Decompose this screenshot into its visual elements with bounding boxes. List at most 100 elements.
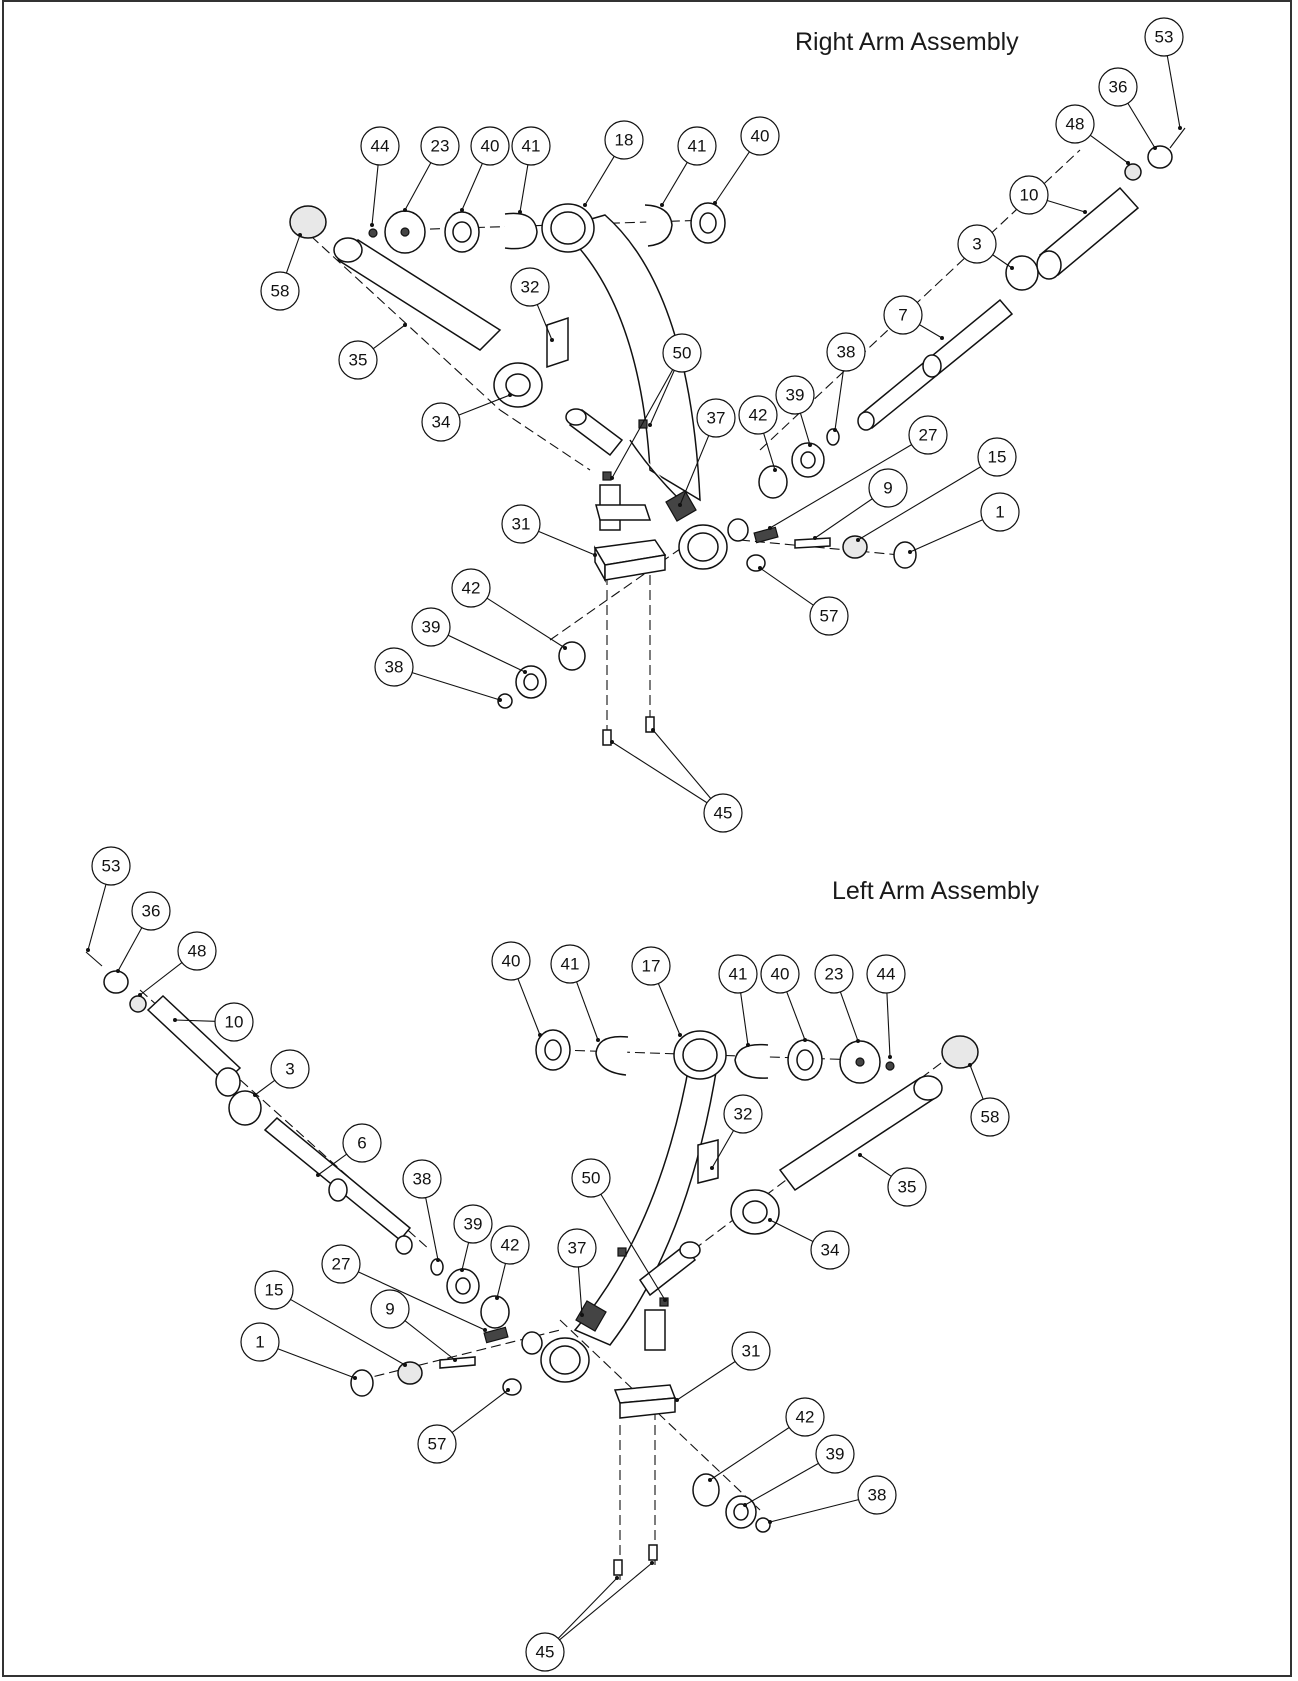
left-arm-leader-line — [969, 1064, 984, 1100]
bearing-40-inner — [452, 221, 472, 243]
clip-38 — [826, 428, 840, 446]
left-arm-leader-line — [711, 1130, 735, 1169]
bushing-41 — [734, 1043, 769, 1079]
left-arm-callout-number: 58 — [981, 1108, 1000, 1127]
right-arm-callout-number: 57 — [820, 607, 839, 626]
left-arm-callout-bubble — [240, 1322, 280, 1362]
end-cap-58 — [289, 205, 327, 239]
left-arm-leader-line — [517, 978, 541, 1036]
nut-50 — [602, 471, 612, 481]
left-arm-leader-arrow — [708, 1478, 712, 1482]
left-arm-callout-number: 39 — [826, 1445, 845, 1464]
left-arm-callout-bubble — [718, 954, 758, 994]
right-arm-leader-line — [371, 164, 379, 226]
right-arm-leader-line — [1047, 199, 1086, 213]
shaft-7-collar — [922, 354, 942, 378]
left-arm-leader-line — [117, 927, 143, 972]
right-arm-leader-line — [679, 435, 710, 506]
left-arm-leader-line — [744, 1462, 819, 1506]
spring-27 — [483, 1326, 509, 1344]
left-arm-callout-bubble — [814, 954, 854, 994]
right-arm-callout-bubble — [338, 340, 378, 380]
spring-27 — [753, 526, 779, 544]
left-arm-callout-bubble — [815, 1434, 855, 1474]
bearing-39-inner — [800, 451, 816, 469]
right-arm-callout-bubble — [1055, 104, 1095, 144]
right-arm-callout-bubble — [977, 437, 1017, 477]
right-arm-callout-number: 36 — [1109, 78, 1128, 97]
left-arm-callout-number: 57 — [428, 1435, 447, 1454]
axis-line — [739, 539, 901, 556]
left-arm-leader-arrow — [663, 1298, 667, 1302]
right-arm-leader-arrow — [508, 393, 512, 397]
left-arm-drawing — [85, 951, 979, 1580]
axis-line — [299, 225, 501, 411]
right-arm-leader-arrow — [403, 323, 407, 327]
right-arm-leader-arrow — [651, 728, 655, 732]
left-arm-leader-arrow — [803, 1038, 807, 1042]
knob-15 — [842, 535, 868, 559]
right-arm-callout-number: 41 — [522, 137, 541, 156]
knob-36 — [1147, 145, 1173, 169]
bearing-40-inner — [544, 1039, 562, 1061]
right-arm-callout-bubble — [604, 120, 644, 160]
right-arm-leader-arrow — [403, 208, 407, 212]
right-arm-drawing — [289, 127, 1186, 746]
right-arm-callout-bubble — [411, 607, 451, 647]
left-arm-callout-bubble — [417, 1424, 457, 1464]
plunger-9 — [794, 537, 831, 549]
left-arm-callout-bubble — [321, 1244, 361, 1284]
right-arm-leader-arrow — [1126, 161, 1130, 165]
right-arm-callout-bubble — [1009, 175, 1049, 215]
end-cap-58 — [941, 1035, 979, 1069]
knob-36 — [103, 970, 129, 994]
mount-post — [644, 1309, 666, 1351]
left-arm-callout-number: 9 — [385, 1300, 394, 1319]
right-arm-callout-bubble — [809, 596, 849, 636]
right-arm-callout-bubble — [775, 375, 815, 415]
left-arm-leader-arrow — [173, 1018, 177, 1022]
left-arm-callout-bubble — [91, 846, 131, 886]
arm-lower-bore — [687, 532, 719, 562]
right-arm-leader-arrow — [583, 203, 587, 207]
tube-35-end — [333, 237, 363, 263]
tube-10-end — [1036, 250, 1062, 280]
right-arm-leader-line — [285, 234, 301, 274]
bushing-57 — [746, 554, 766, 572]
right-arm-leader-line — [992, 254, 1013, 269]
pin-53 — [85, 951, 103, 967]
right-arm-leader-arrow — [808, 443, 812, 447]
right-arm-callout-bubble — [451, 568, 491, 608]
left-arm-callout-bubble — [254, 1270, 294, 1310]
left-arm-leader-line — [425, 1197, 439, 1261]
left-arm-callout-number: 42 — [796, 1408, 815, 1427]
right-arm-callout-number: 42 — [749, 406, 768, 425]
right-arm-leader-line — [611, 369, 674, 479]
left-arm-leader-arrow — [316, 1173, 320, 1177]
left-arm-leader-arrow — [768, 1520, 772, 1524]
right-arm-callout-bubble — [826, 332, 866, 372]
left-arm-leader-arrow — [968, 1063, 972, 1067]
right-arm-callout-number: 58 — [271, 282, 290, 301]
right-arm-callout-bubble — [908, 415, 948, 455]
left-arm-leader-line — [174, 1019, 216, 1022]
left-arm-callout-number: 44 — [877, 965, 896, 984]
right-arm-leader-arrow — [773, 468, 777, 472]
right-arm-leader-arrow — [550, 338, 554, 342]
left-arm-leader-line — [496, 1263, 507, 1299]
left-arm-callout-bubble — [760, 954, 800, 994]
knob-1 — [893, 541, 917, 569]
gear-48 — [129, 995, 147, 1013]
right-arm-leader-arrow — [1083, 210, 1087, 214]
right-arm-leader-line — [759, 567, 814, 606]
left-arm-leader-arrow — [746, 1043, 750, 1047]
right-arm-callout-bubble — [420, 126, 460, 166]
right-arm-leader-line — [763, 432, 776, 471]
cup-42 — [758, 465, 788, 499]
left-arm-callout-bubble — [571, 1158, 611, 1198]
left-arm-leader-arrow — [615, 1576, 619, 1580]
left-arm-callout-number: 34 — [821, 1241, 840, 1260]
left-arm-leader-arrow — [495, 1296, 499, 1300]
